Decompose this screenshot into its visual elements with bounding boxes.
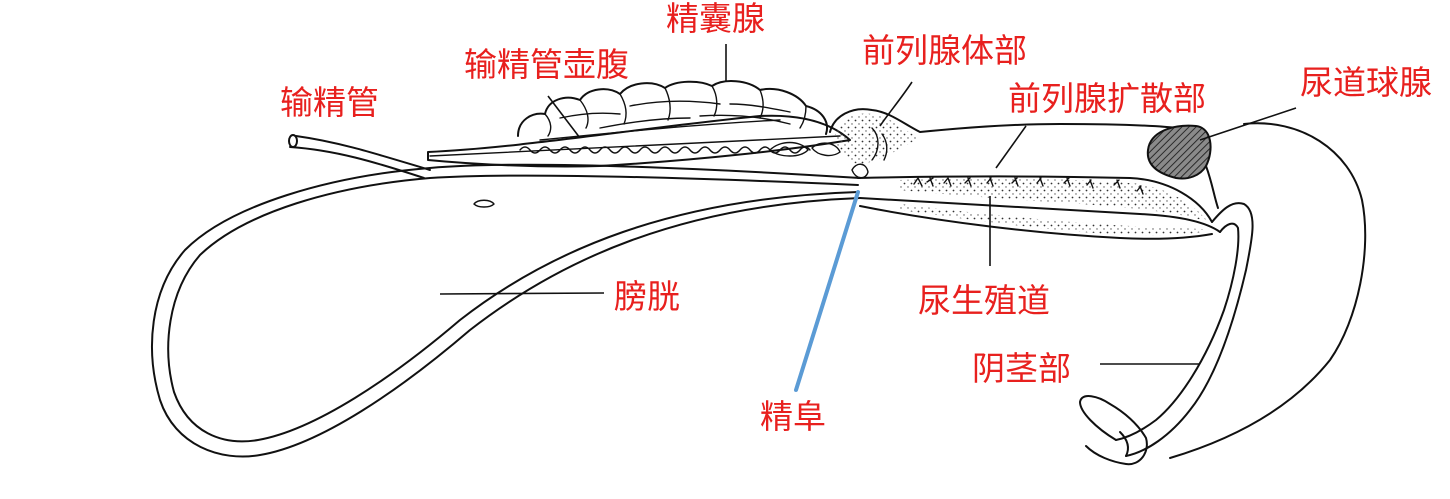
label-urogenital-canal: 尿生殖道: [918, 281, 1050, 320]
label-prostate-body: 前列腺体部: [862, 31, 1027, 70]
leader-prostate-body: [879, 81, 913, 127]
leader-colliculus: [794, 190, 860, 392]
labels: 输精管 输精管壶腹 精囊腺 前列腺体部 前列腺扩散部 尿道球腺 膀胱 尿生殖道 …: [280, 0, 1432, 436]
label-vas-deferens: 输精管: [280, 83, 379, 122]
leader-prostate-disseminate: [995, 125, 1027, 169]
penis-shape: [1079, 122, 1367, 466]
leader-bladder: [439, 292, 605, 295]
label-penile-part: 阴茎部: [972, 349, 1071, 388]
leader-lines: [439, 44, 1297, 392]
bulbourethral-gland-shape: [1146, 124, 1219, 209]
seminal-vesicle-shape: [517, 80, 841, 157]
label-bulbourethral-gland: 尿道球腺: [1300, 63, 1432, 102]
urethra-shape: [851, 163, 1221, 240]
leader-ampulla: [547, 95, 581, 139]
label-prostate-disseminate: 前列腺扩散部: [1008, 79, 1206, 118]
label-colliculus: 精阜: [760, 397, 826, 436]
label-ampulla: 输精管壶腹: [464, 45, 629, 84]
prostate-body-shape: [829, 108, 1201, 165]
label-seminal-vesicle: 精囊腺: [666, 0, 765, 38]
vas-deferens-shape: [288, 134, 431, 179]
leader-bulbourethral: [1199, 107, 1297, 141]
bladder-shape: [151, 163, 861, 458]
label-bladder: 膀胱: [614, 277, 680, 316]
